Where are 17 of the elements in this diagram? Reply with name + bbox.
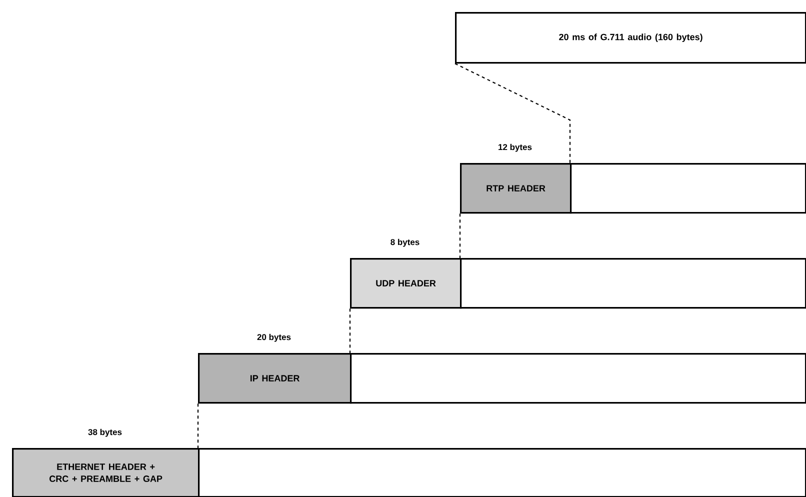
dashed-connector (349, 308, 351, 353)
size-label: 20 bytes (257, 334, 291, 342)
size-label: 12 bytes (498, 144, 532, 152)
header-box: UDP HEADER (350, 258, 462, 309)
dashed-connector (197, 404, 199, 448)
header-box: IP HEADER (198, 352, 352, 404)
header-box: ETHERNET HEADER + CRC + PREAMBLE + GAP (12, 448, 200, 497)
payload-area-box (350, 352, 806, 404)
size-label: 38 bytes (88, 428, 122, 437)
dashed-connector (459, 214, 461, 258)
payload-area-box (460, 258, 806, 309)
size-label: 8 bytes (390, 238, 420, 247)
payload-area-box (198, 448, 806, 497)
payload-area-box (570, 162, 806, 214)
dashed-connector (454, 63, 571, 163)
header-box: RTP HEADER (460, 162, 572, 214)
payload-box: 20 ms of G.711 audio (160 bytes) (455, 12, 806, 64)
